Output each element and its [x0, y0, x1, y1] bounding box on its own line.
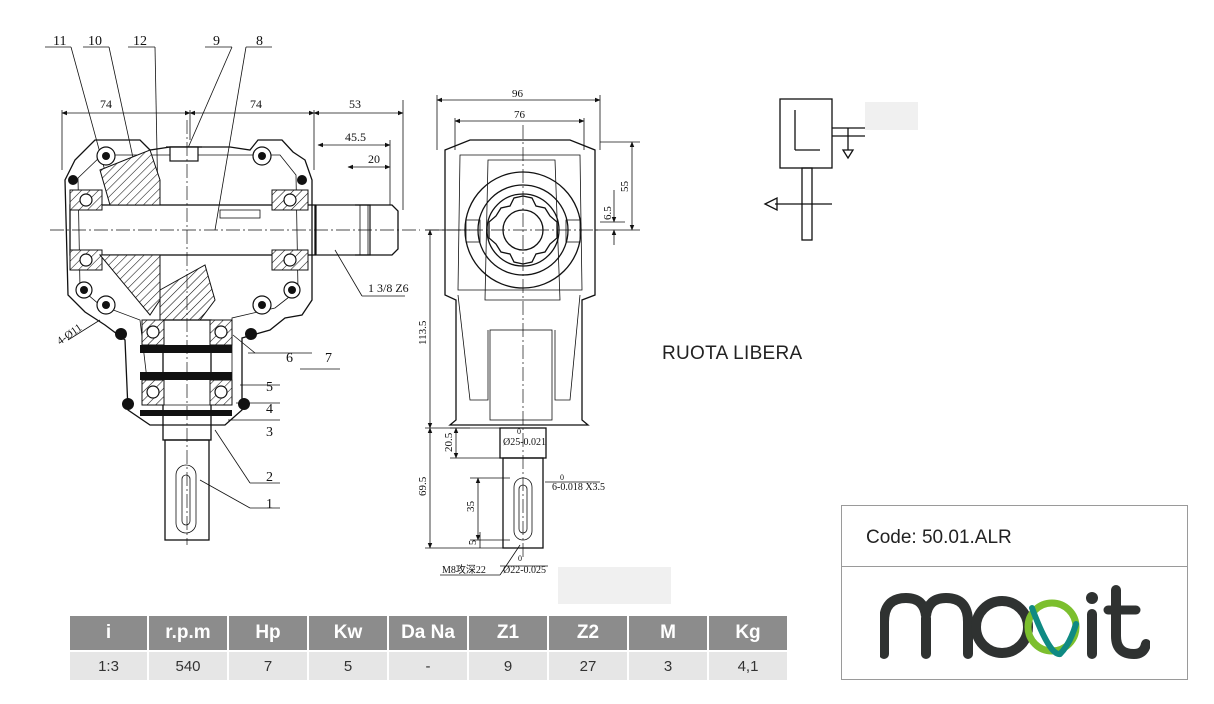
header-weight: Kg — [709, 616, 787, 650]
header-z2: Z2 — [549, 616, 627, 650]
value-z2: 27 — [549, 652, 627, 680]
dim-dia-lower: Ø22-0.025 — [503, 565, 546, 576]
value-dana: - — [389, 652, 467, 680]
dim-dia-lower-tol: 0 — [518, 554, 522, 563]
part-number-2: 2 — [266, 470, 273, 485]
header-dana: Da Na — [389, 616, 467, 650]
movit-logo: movit — [880, 585, 1150, 660]
blank-label-area — [558, 567, 671, 604]
product-code: Code: 50.01.ALR — [866, 527, 1012, 548]
value-rpm: 540 — [149, 652, 227, 680]
product-card: Code: 50.01.ALR movit — [841, 505, 1188, 680]
dim-key-end: 5 — [468, 540, 479, 545]
part-number-1: 1 — [266, 497, 273, 512]
side-section-view: 11 10 12 9 8 6 7 5 4 3 2 1 74 74 53 45.5… — [45, 34, 420, 545]
dim-offset: 6.5 — [602, 206, 614, 220]
dim-dia-upper: Ø25-0.021 — [503, 437, 546, 448]
dim-keyway-tol: 0 — [560, 473, 564, 482]
front-view: 96 76 55 6.5 113.5 20.5 69.5 35 5 0 Ø25-… — [417, 88, 640, 576]
part-number-11: 11 — [53, 34, 66, 49]
spec-value-row: 1:3 540 7 5 - 9 27 3 4,1 — [70, 652, 787, 680]
header-hp: Hp — [229, 616, 307, 650]
dim-thread: M8攻深22 — [442, 563, 486, 576]
spec-header-row: i r.p.m Hp Kw Da Na Z1 Z2 M Kg — [70, 616, 787, 650]
dim-height-shaft: 69.5 — [417, 476, 429, 496]
dim-dia-upper-tol: 0 — [517, 427, 521, 436]
rotation-schematic — [763, 98, 865, 241]
free-wheel-caption: RUOTA LIBERA — [662, 343, 803, 364]
dim-height-top: 55 — [619, 181, 631, 193]
dim-width-left: 74 — [100, 97, 112, 111]
blank-label-area — [865, 102, 918, 130]
part-number-6: 6 — [286, 351, 293, 366]
dim-shaft-length: 53 — [349, 97, 361, 111]
spec-table: i r.p.m Hp Kw Da Na Z1 Z2 M Kg 1:3 540 7… — [68, 614, 789, 682]
header-z1: Z1 — [469, 616, 547, 650]
dim-height-lower: 20.5 — [443, 432, 455, 452]
header-ratio: i — [70, 616, 147, 650]
dim-width-inner: 76 — [514, 109, 526, 121]
value-z1: 9 — [469, 652, 547, 680]
product-code-box: Code: 50.01.ALR — [842, 506, 1187, 567]
value-module: 3 — [629, 652, 707, 680]
dim-height-body: 113.5 — [417, 320, 429, 345]
dim-width-outer: 96 — [512, 88, 524, 100]
dim-spline: 1 3/8 Z6 — [368, 281, 409, 295]
part-number-5: 5 — [266, 380, 273, 395]
value-hp: 7 — [229, 652, 307, 680]
part-number-9: 9 — [213, 34, 220, 49]
dim-keyway: 6-0.018 X3.5 — [552, 482, 605, 493]
dim-shaft-groove: 20 — [368, 152, 380, 166]
header-kw: Kw — [309, 616, 387, 650]
part-number-12: 12 — [133, 34, 147, 49]
part-number-8: 8 — [256, 34, 263, 49]
value-ratio: 1:3 — [70, 652, 147, 680]
dim-shaft-inner: 45.5 — [345, 130, 366, 144]
part-number-3: 3 — [266, 425, 273, 440]
value-kw: 5 — [309, 652, 387, 680]
header-module: M — [629, 616, 707, 650]
dim-width-right: 74 — [250, 97, 262, 111]
part-number-4: 4 — [266, 402, 273, 417]
part-number-7: 7 — [325, 351, 332, 366]
value-weight: 4,1 — [709, 652, 787, 680]
dim-holes: 4-Ø11 — [55, 322, 85, 348]
part-number-10: 10 — [88, 34, 102, 49]
dim-key-length: 35 — [465, 501, 477, 513]
header-rpm: r.p.m — [149, 616, 227, 650]
